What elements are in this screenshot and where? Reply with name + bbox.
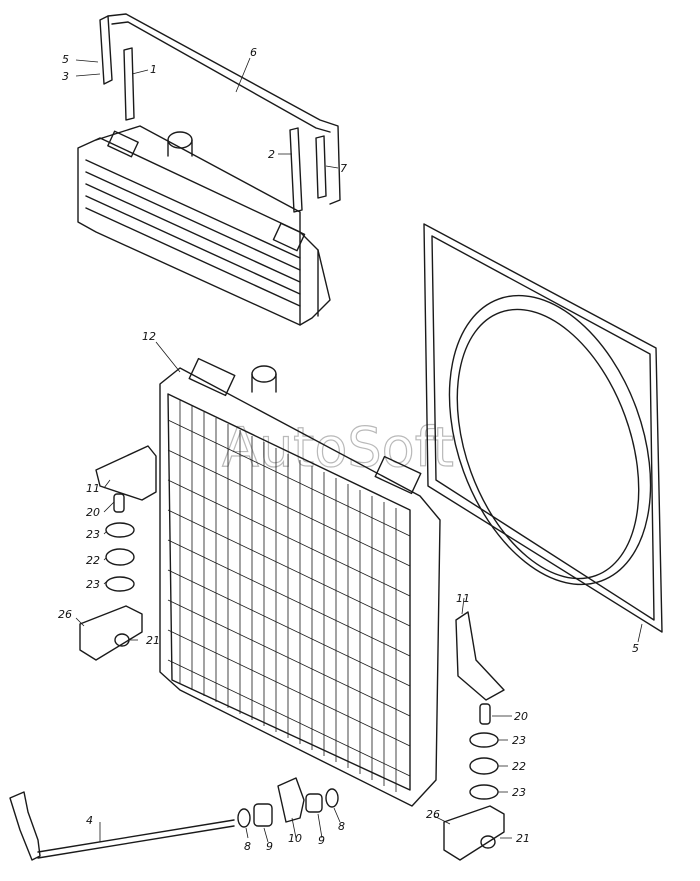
- callout-label: 22: [512, 760, 526, 773]
- watermark: AutoSoft: [222, 416, 454, 479]
- callout-label: 2: [268, 148, 275, 161]
- callout-label: 5: [62, 53, 69, 66]
- callout-labels: 5 3 1 6 2 7 12 11 20 23 22 23 26 21 4 8 …: [58, 46, 639, 853]
- callout-label: 11: [456, 592, 470, 605]
- callout-label: 8: [244, 840, 251, 853]
- callout-label: 8: [338, 820, 345, 833]
- brackets-top: [99, 13, 341, 213]
- callout-label: 22: [86, 554, 100, 567]
- callout-label: 7: [340, 162, 347, 175]
- callout-label: 21: [516, 832, 530, 845]
- callout-label: 23: [86, 578, 100, 591]
- top-tank-assembly: [77, 125, 331, 326]
- callout-label: 26: [58, 608, 72, 621]
- callout-label: 9: [266, 840, 273, 853]
- callout-label: 23: [512, 734, 526, 747]
- radiator-core: [159, 357, 441, 807]
- leader-lines: [75, 57, 643, 843]
- callout-label: 20: [86, 506, 100, 519]
- callout-label: 11: [86, 482, 100, 495]
- fan-shroud: [423, 223, 663, 633]
- callout-label: 20: [514, 710, 528, 723]
- callout-label: 1: [150, 63, 157, 76]
- left-support-parts: [79, 445, 157, 661]
- right-support-parts: [443, 611, 505, 861]
- tie-rod-assembly: [9, 777, 339, 861]
- callout-label: 4: [86, 814, 93, 827]
- callout-label: 3: [62, 70, 69, 83]
- callout-label: 6: [250, 46, 257, 59]
- callout-label: 21: [146, 634, 160, 647]
- callout-label: 26: [426, 808, 440, 821]
- callout-label: 10: [288, 832, 302, 845]
- callout-label: 12: [142, 330, 156, 343]
- callout-label: 23: [86, 528, 100, 541]
- callout-label: 23: [512, 786, 526, 799]
- callout-label: 9: [318, 834, 325, 847]
- callout-label: 5: [632, 642, 639, 655]
